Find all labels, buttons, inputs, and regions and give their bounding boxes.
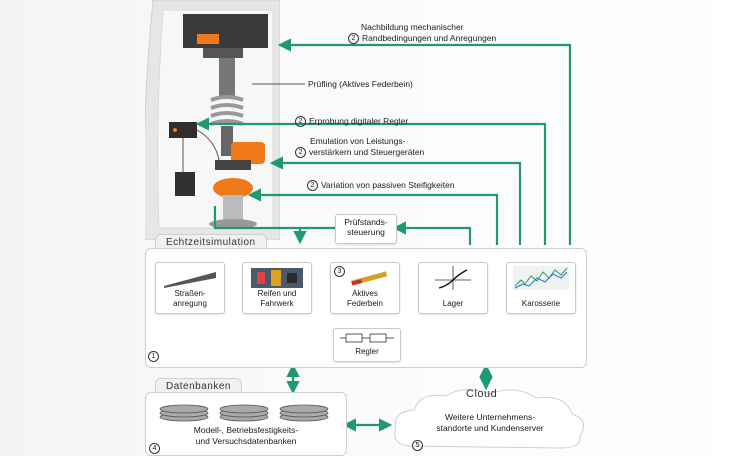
annotation-line: Nachbildung mechanischer	[361, 22, 464, 32]
tire-photo-icon	[251, 268, 303, 288]
cloud-text: Weitere Unternehmens-	[444, 412, 536, 422]
annotation-line: Randbedingungen und Anregungen	[362, 33, 497, 43]
databases-text: und Versuchsdatenbanken	[195, 436, 297, 446]
number-badge: 2	[295, 116, 306, 128]
bearing-curve-icon	[435, 266, 471, 290]
body-plot-icon	[513, 266, 569, 290]
cloud-text: standorte und Kundenserver	[436, 423, 544, 433]
block-label: Lager	[442, 299, 464, 308]
block-label: Regler	[355, 347, 379, 356]
test-rig-control-box[interactable]: Prüfstands- steuerung	[335, 214, 397, 244]
block-label: Aktives	[352, 289, 378, 298]
databases-panel[interactable]: Modell-, Betriebsfestigkeits- und Versuc…	[145, 392, 347, 456]
annotation-text: Variation von passiven Steifigkeiten	[321, 180, 455, 190]
number-badge: 2	[348, 33, 359, 45]
annotation-line: verstärkern und Steuergeräten	[309, 147, 425, 157]
databases-tab: Datenbanken	[155, 378, 242, 394]
database-disks-icon	[159, 404, 329, 422]
number-badge: 5	[412, 440, 423, 451]
block-label: Karosserie	[521, 299, 561, 308]
box-line: Prüfstands-	[344, 217, 388, 227]
test-rig-illustration	[143, 0, 281, 241]
realtime-simulation-tab: Echtzeitsimulation	[155, 234, 267, 250]
number-badge: 3	[334, 266, 345, 277]
controller-diagram-icon	[340, 333, 394, 343]
test-rig-cabinet	[143, 0, 281, 241]
road-excitation-block[interactable]: Straßen-anregung	[155, 262, 225, 314]
block-label: anregung	[173, 299, 207, 308]
annotation-test-specimen: Prüfling (Aktives Federbein)	[308, 79, 413, 89]
cloud-title: Cloud	[466, 388, 498, 400]
databases-text: Modell-, Betriebsfestigkeits-	[193, 425, 299, 435]
section-number-1: 1	[148, 351, 162, 362]
number-badge: 2	[307, 180, 318, 192]
block-label: Fahrwerk	[260, 299, 294, 308]
strut-icon	[351, 271, 388, 286]
annotation-text: Erprobung digitaler Regler	[309, 116, 409, 126]
box-line: steuerung	[347, 227, 385, 237]
road-profile-icon	[164, 272, 216, 288]
block-label: Reifen und	[257, 289, 297, 298]
number-badge: 1	[148, 351, 159, 362]
block-label: Straßen-	[174, 289, 206, 298]
block-label: Federbein	[346, 299, 384, 308]
cloud-shape[interactable]	[390, 386, 590, 450]
body-block[interactable]: Karosserie	[506, 262, 576, 314]
controller-block[interactable]: Regler	[333, 328, 401, 362]
annotation-line: Emulation von Leistungs-	[310, 136, 406, 146]
number-badge: 4	[149, 443, 160, 454]
number-badge: 2	[295, 147, 306, 159]
bearing-block[interactable]: Lager	[418, 262, 488, 314]
